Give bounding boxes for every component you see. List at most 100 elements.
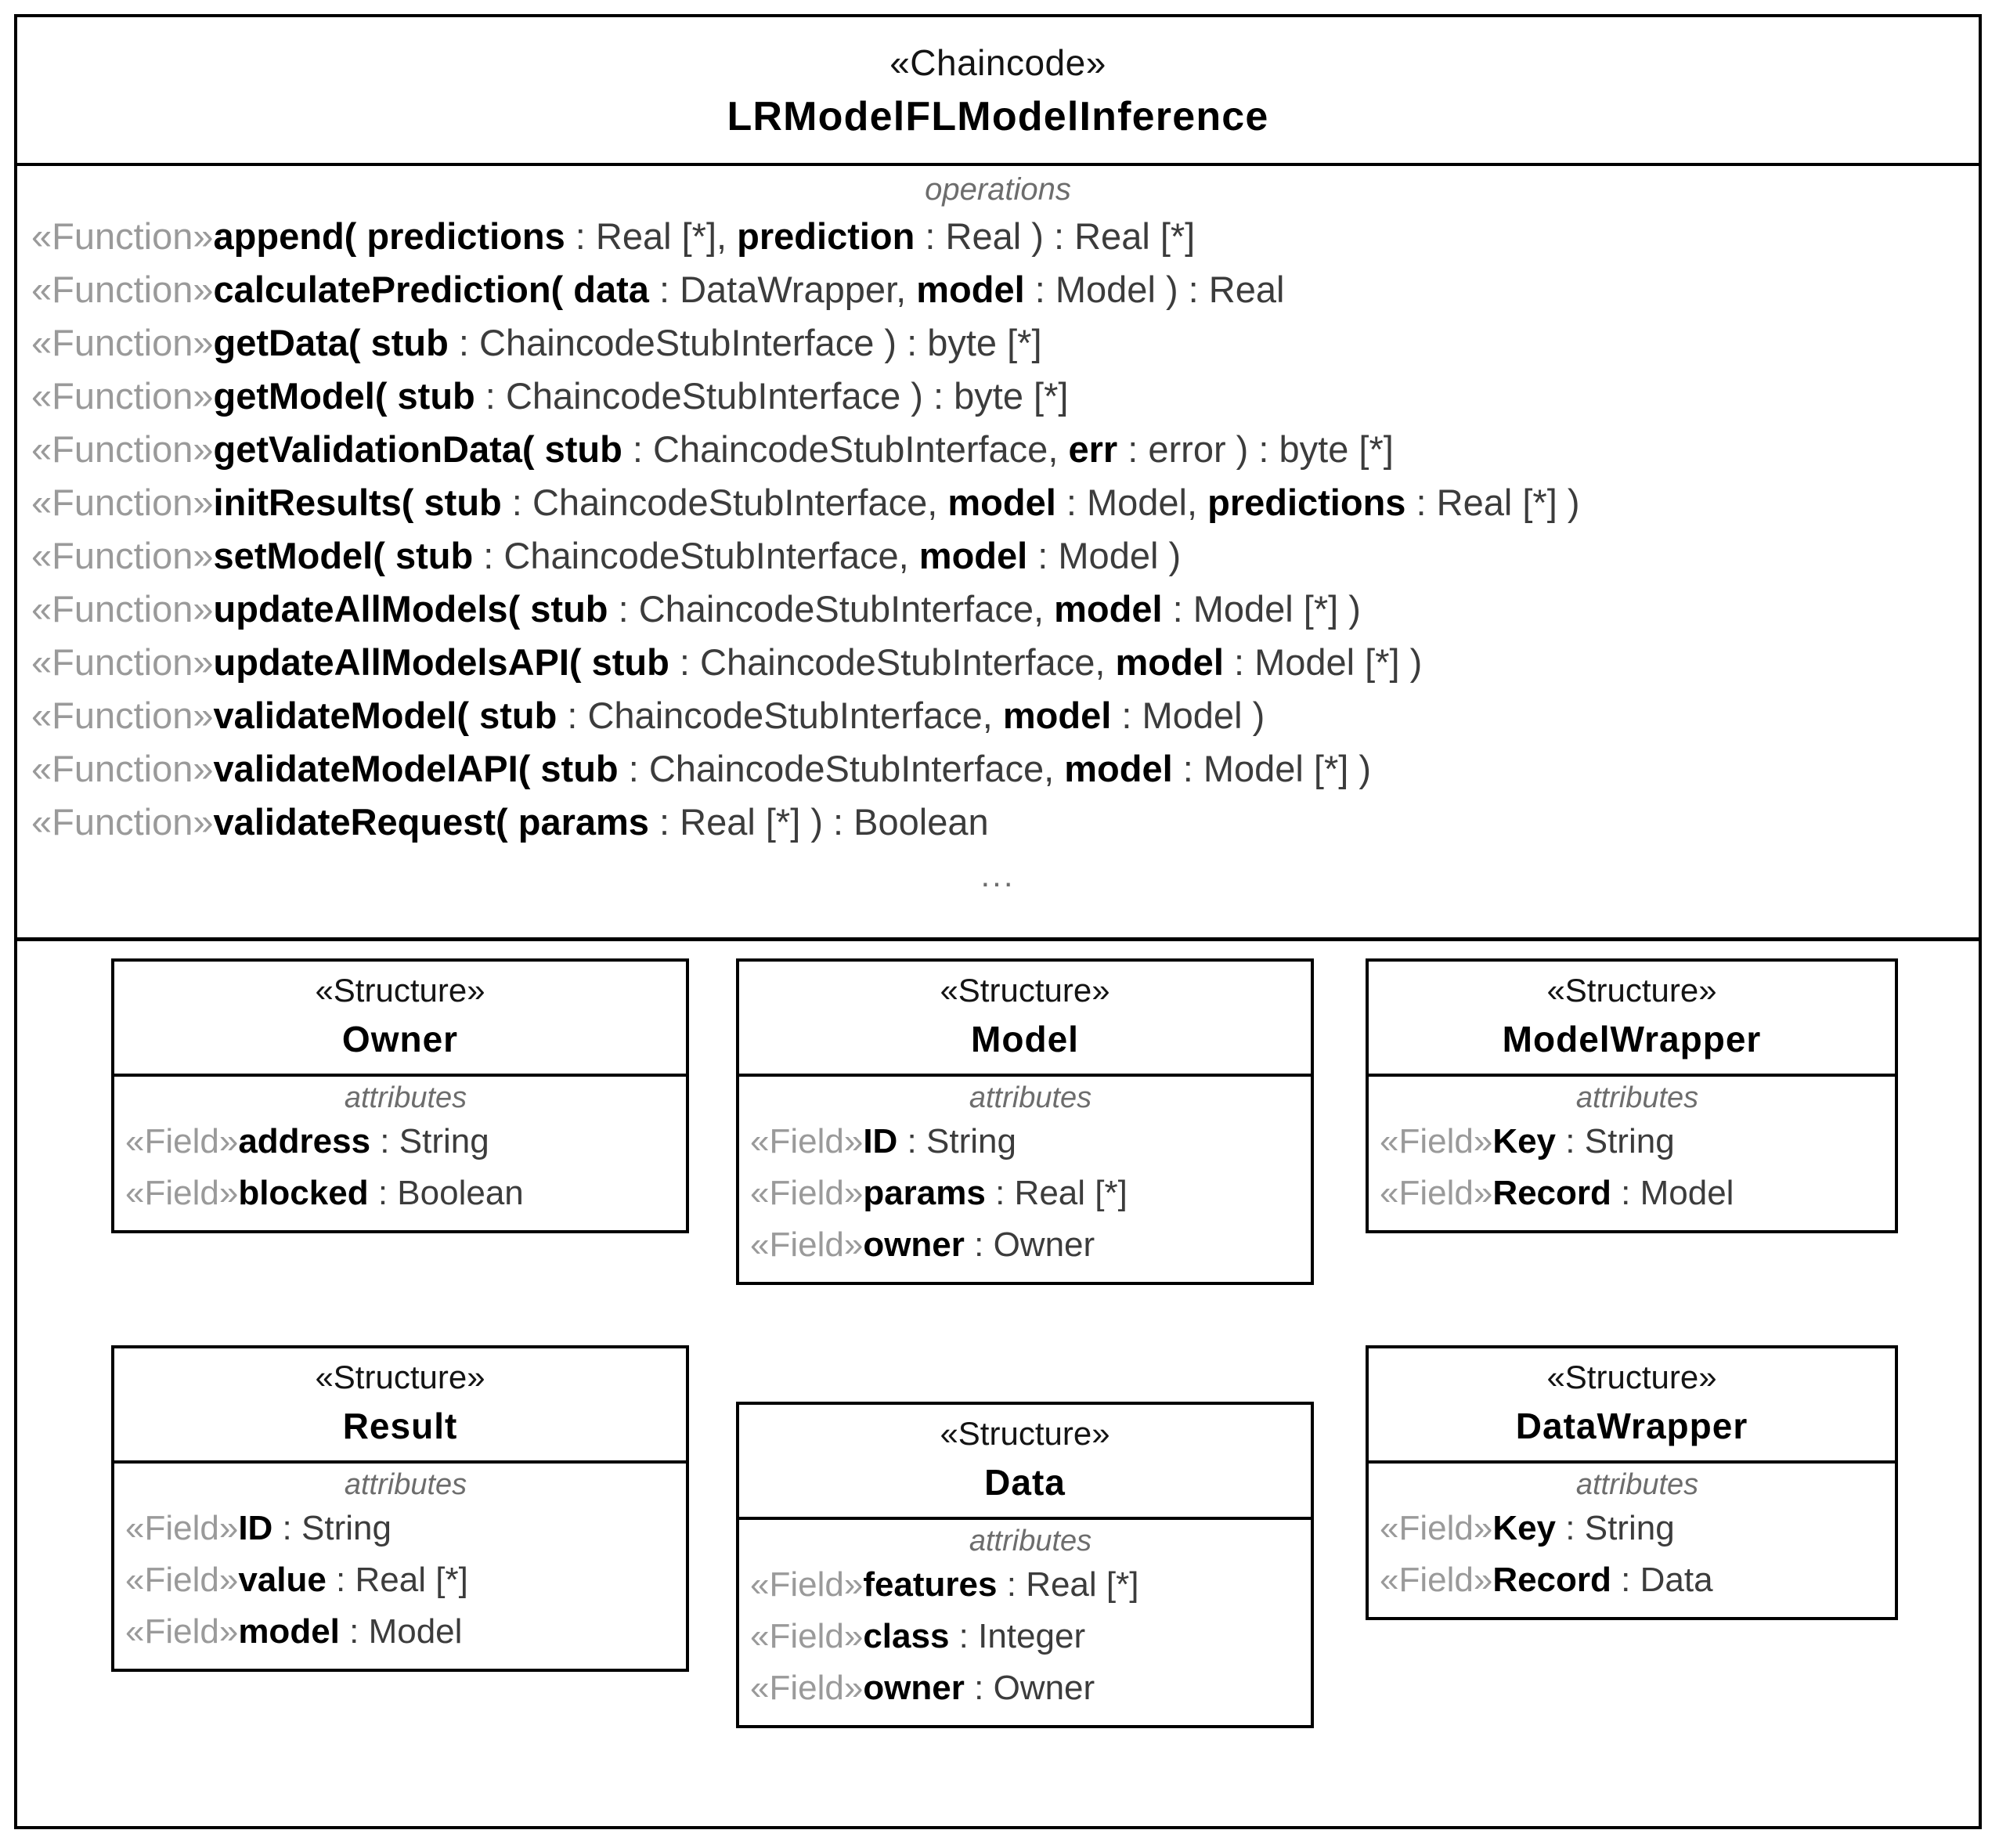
- attribute-datawrapper-1-segment-3: Data: [1640, 1561, 1713, 1600]
- operation-4-segment-6: ,: [1048, 428, 1069, 470]
- operation-8-segment-4: :: [669, 641, 701, 683]
- attribute-row: «Field»address : String: [125, 1116, 686, 1168]
- attribute-row: «Field»ID : String: [750, 1116, 1311, 1168]
- attribute-data-2-segment-3: Owner: [993, 1669, 1095, 1708]
- operation-4-segment-1: getValidationData(: [213, 428, 535, 470]
- operation-7-segment-0: «Function»: [31, 588, 214, 630]
- operation-4-segment-3: stub: [544, 428, 622, 470]
- operation-3-segment-4: :: [474, 375, 506, 417]
- operation-2-segment-4: :: [448, 322, 480, 363]
- operations-overflow-ellipsis: ...: [980, 857, 1016, 893]
- attribute-result-0-segment-2: :: [272, 1509, 301, 1548]
- attribute-data-1-segment-1: class: [863, 1617, 950, 1656]
- operation-6-segment-2: [385, 535, 395, 576]
- attribute-result-2-segment-0: «Field»: [125, 1612, 239, 1651]
- operation-5-segment-4: :: [501, 482, 532, 523]
- operation-5-segment-10: ,: [1186, 482, 1208, 523]
- operation-row: «Function»getModel( stub : ChaincodeStub…: [31, 370, 1979, 423]
- attribute-owner-1-segment-3: Boolean: [397, 1174, 524, 1213]
- operation-0-segment-2: [356, 215, 366, 257]
- operation-7-segment-6: ,: [1034, 588, 1055, 630]
- classifier-header: «Chaincode» LRModelFLModelInference: [17, 17, 1979, 166]
- operation-9-segment-8: :: [1111, 695, 1142, 736]
- attribute-model-1-segment-0: «Field»: [750, 1174, 864, 1213]
- operation-10-segment-10: ): [1348, 748, 1372, 789]
- attribute-result-1-segment-1: value: [238, 1561, 327, 1600]
- operation-4-segment-2: [535, 428, 545, 470]
- attribute-data-2-segment-2: :: [964, 1669, 994, 1708]
- attribute-model-2-segment-1: owner: [863, 1225, 965, 1265]
- attribute-model-2-segment-2: :: [964, 1225, 994, 1265]
- operation-0-segment-10: ) :: [1021, 215, 1075, 257]
- classifier-name: LRModelFLModelInference: [727, 93, 1269, 139]
- attributes-compartment-modelwrapper: attributes«Field»Key : String«Field»Reco…: [1369, 1077, 1895, 1230]
- operation-9-segment-3: stub: [479, 695, 557, 736]
- operation-4-segment-11: byte [*]: [1279, 428, 1394, 470]
- attribute-data-2-segment-1: owner: [863, 1669, 965, 1708]
- attribute-data-2-segment-0: «Field»: [750, 1669, 864, 1708]
- operation-9-segment-6: ,: [982, 695, 1003, 736]
- attribute-row: «Field»Record : Data: [1380, 1554, 1895, 1606]
- attribute-model-0-segment-0: «Field»: [750, 1122, 864, 1161]
- operation-8-segment-7: model: [1115, 641, 1224, 683]
- operation-8-segment-2: [582, 641, 592, 683]
- attribute-owner-0-segment-0: «Field»: [125, 1122, 239, 1161]
- operation-9-segment-1: validateModel(: [213, 695, 469, 736]
- attribute-model-1-segment-2: :: [985, 1174, 1015, 1213]
- operation-10-segment-4: :: [618, 748, 649, 789]
- operation-10-segment-5: ChaincodeStubInterface: [648, 748, 1045, 789]
- structure-stereotype: «Structure»: [1546, 1359, 1717, 1395]
- attribute-datawrapper-0-segment-3: String: [1584, 1509, 1675, 1548]
- operation-8-segment-5: ChaincodeStubInterface: [700, 641, 1095, 683]
- attribute-row: «Field»Record : Model: [1380, 1168, 1895, 1219]
- operation-1-segment-4: :: [648, 269, 680, 310]
- attributes-label: attributes: [1575, 1468, 1699, 1502]
- attribute-model-2-segment-3: Owner: [993, 1225, 1095, 1265]
- structure-header-result: «Structure»Result: [114, 1348, 686, 1464]
- attribute-datawrapper-0-segment-2: :: [1556, 1509, 1585, 1548]
- operation-4-segment-4: :: [622, 428, 654, 470]
- operation-10-segment-7: model: [1064, 748, 1173, 789]
- operation-9-segment-10: ): [1242, 695, 1265, 736]
- attribute-modelwrapper-0-segment-3: String: [1584, 1122, 1675, 1161]
- operation-row: «Function»validateModel( stub : Chaincod…: [31, 689, 1979, 742]
- attributes-label: attributes: [344, 1468, 467, 1502]
- attribute-owner-0-segment-1: address: [238, 1122, 371, 1161]
- attribute-model-2-segment-0: «Field»: [750, 1225, 864, 1265]
- operation-7-segment-10: ): [1338, 588, 1361, 630]
- operation-5-segment-9: Model: [1086, 482, 1187, 523]
- operation-0-segment-0: «Function»: [31, 215, 214, 257]
- operation-8-segment-8: :: [1223, 641, 1255, 683]
- attribute-owner-1-segment-0: «Field»: [125, 1174, 239, 1213]
- structure-header-model: «Structure»Model: [739, 962, 1311, 1077]
- operation-3-segment-1: getModel(: [213, 375, 388, 417]
- operation-row: «Function»updateAllModelsAPI( stub : Cha…: [31, 636, 1979, 689]
- operation-0-segment-1: append(: [213, 215, 357, 257]
- operation-1-segment-3: data: [573, 269, 649, 310]
- operation-0-segment-5: Real [*]: [595, 215, 717, 257]
- operation-8-segment-0: «Function»: [31, 641, 214, 683]
- attribute-row: «Field»blocked : Boolean: [125, 1168, 686, 1219]
- operation-1-segment-1: calculatePrediction(: [213, 269, 564, 310]
- operation-10-segment-1: validateModelAPI(: [213, 748, 531, 789]
- operation-3-segment-3: stub: [397, 375, 475, 417]
- attribute-row: «Field»Key : String: [1380, 1116, 1895, 1168]
- classifier-stereotype: «Chaincode»: [889, 42, 1106, 84]
- operation-4-segment-9: error: [1148, 428, 1226, 470]
- attribute-datawrapper-0-segment-1: Key: [1492, 1509, 1557, 1548]
- operation-4-segment-7: err: [1068, 428, 1118, 470]
- attribute-modelwrapper-1-segment-3: Model: [1640, 1174, 1734, 1213]
- operation-6-segment-6: ,: [898, 535, 919, 576]
- operations-label: operations: [925, 172, 1071, 207]
- attribute-row: «Field»model : Model: [125, 1606, 686, 1658]
- operation-5-segment-11: predictions: [1207, 482, 1406, 523]
- structure-header-owner: «Structure»Owner: [114, 962, 686, 1077]
- attribute-data-1-segment-2: :: [949, 1617, 979, 1656]
- attribute-result-0-segment-3: String: [301, 1509, 392, 1548]
- attribute-data-0-segment-2: :: [997, 1565, 1027, 1604]
- operation-4-segment-0: «Function»: [31, 428, 214, 470]
